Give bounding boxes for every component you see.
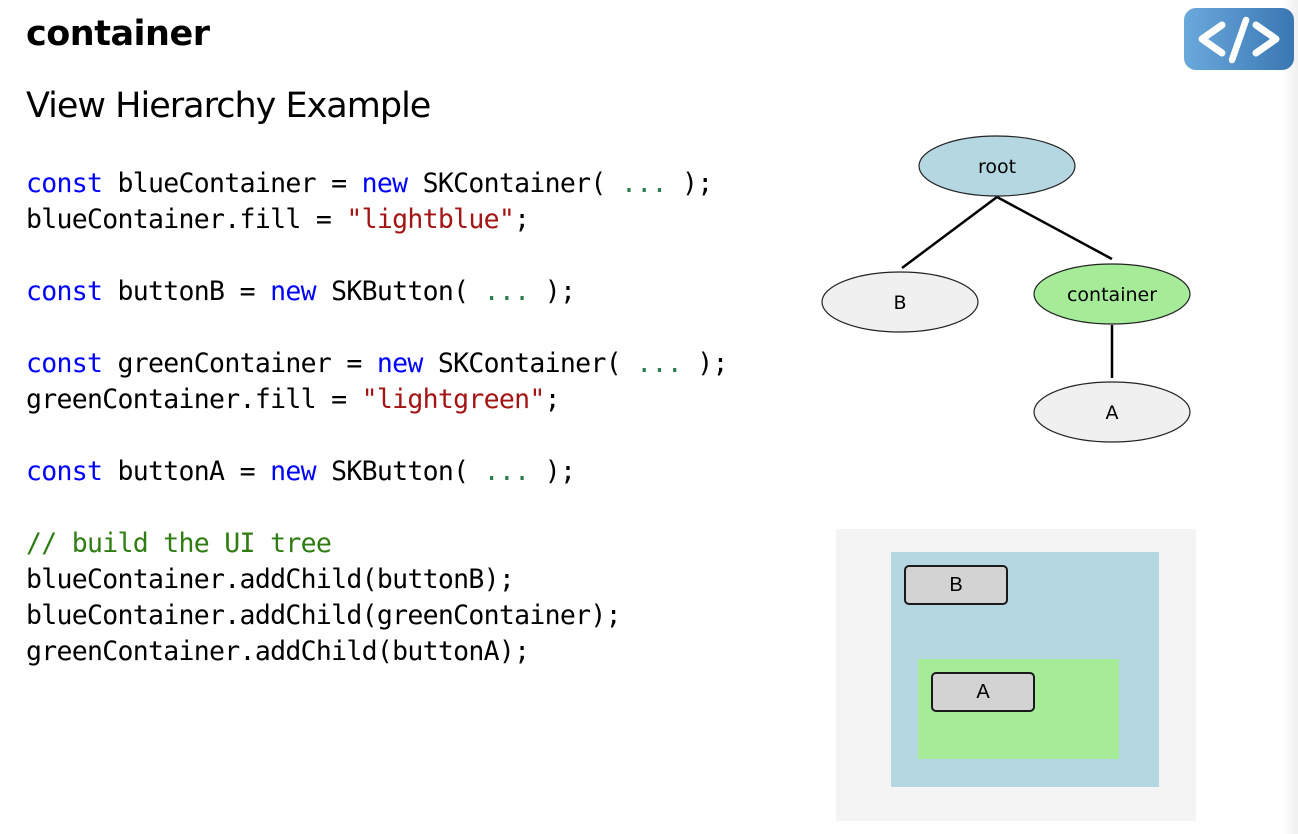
code-text: SKButton( [315, 456, 484, 487]
page-title: container [26, 14, 210, 54]
blue-container: B A [891, 552, 1159, 787]
code-text: blueContainer.fill = [26, 204, 347, 235]
code-text: ; [514, 204, 530, 235]
code-text: ); [529, 276, 576, 307]
tree-edge-root-container [996, 195, 1113, 261]
code-text: greenContainer = [102, 348, 377, 379]
code-line: blueContainer.addChild(greenContainer); [26, 598, 728, 634]
code-text: blueContainer = [102, 168, 362, 199]
code-keyword: const [26, 276, 103, 307]
green-container: A [918, 659, 1119, 759]
tree-node-container: container [1033, 263, 1191, 325]
code-keyword: new [270, 276, 316, 307]
code-line [26, 238, 728, 274]
code-text: buttonA = [102, 456, 271, 487]
tree-node-label: container [1067, 284, 1157, 306]
code-text: ; [544, 384, 561, 415]
code-text: SKContainer( [407, 168, 621, 199]
code-comment: // build the UI tree [26, 528, 332, 559]
code-line: // build the UI tree [26, 526, 728, 562]
tree-node-b: B [821, 271, 979, 333]
code-line: const blueContainer = new SKContainer( .… [26, 166, 728, 202]
code-block: const blueContainer = new SKContainer( .… [26, 166, 728, 670]
tree-node-label: root [978, 156, 1016, 178]
code-line: const buttonA = new SKButton( ... ); [26, 454, 728, 490]
tree-node-root: root [918, 135, 1076, 197]
tree-node-label: B [893, 292, 906, 314]
code-keyword: const [26, 348, 103, 379]
tree-node-ellipse [918, 135, 1076, 197]
code-line: blueContainer.fill = "lightblue"; [26, 202, 728, 238]
code-text: SKButton( [315, 276, 484, 307]
code-text: ... [483, 456, 530, 487]
code-text: greenContainer.fill = [26, 384, 362, 415]
tree-node-label: A [1106, 402, 1119, 424]
tree-node-ellipse [1033, 381, 1191, 443]
tree-node-ellipse [821, 271, 979, 333]
code-brackets-icon [1184, 8, 1294, 70]
code-text: ); [529, 456, 576, 487]
code-string: "lightblue" [346, 204, 515, 235]
code-text: ... [620, 168, 667, 199]
code-line: const buttonB = new SKButton( ... ); [26, 274, 728, 310]
tree-node-ellipse [1033, 263, 1191, 325]
code-text: ... [483, 276, 530, 307]
code-keyword: new [270, 456, 316, 487]
code-line [26, 490, 728, 526]
code-string: "lightgreen" [361, 384, 546, 415]
code-line: greenContainer.addChild(buttonA); [26, 634, 728, 670]
code-line: greenContainer.fill = "lightgreen"; [26, 382, 728, 418]
page-subtitle: View Hierarchy Example [26, 86, 431, 126]
code-text: buttonB = [102, 276, 271, 307]
code-text: ); [666, 168, 713, 199]
button-a[interactable]: A [931, 672, 1035, 712]
code-keyword: const [26, 456, 103, 487]
code-line: const greenContainer = new SKContainer( … [26, 346, 728, 382]
code-keyword: const [26, 168, 103, 199]
tree-node-a: A [1033, 381, 1191, 443]
code-text: greenContainer.addChild(buttonA); [26, 636, 530, 667]
button-b[interactable]: B [904, 565, 1008, 605]
code-keyword: new [376, 348, 423, 379]
code-text: blueContainer.addChild(greenContainer); [26, 600, 622, 631]
code-text: ); [681, 348, 728, 379]
code-text: ... [636, 348, 682, 379]
code-line [26, 310, 728, 346]
ui-preview-canvas: B A [836, 529, 1196, 821]
tree-edge-root-b [901, 195, 998, 270]
code-line [26, 418, 728, 454]
code-text: blueContainer.addChild(buttonB); [26, 564, 515, 595]
code-line: blueContainer.addChild(buttonB); [26, 562, 728, 598]
code-keyword: new [361, 168, 408, 199]
code-text: SKContainer( [422, 348, 637, 379]
